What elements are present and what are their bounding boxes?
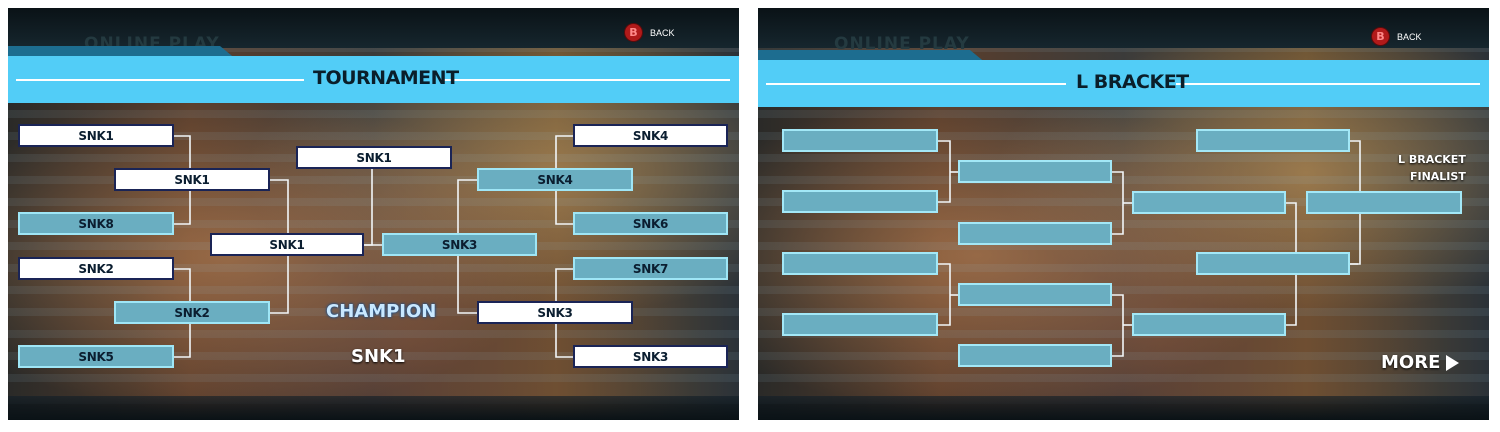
back-label: BACK (1397, 31, 1422, 42)
r3-slot-2[interactable]: SNK3 (382, 233, 537, 256)
r1-slot-4[interactable]: SNK5 (18, 345, 174, 368)
header-ghost-text: ONLINE PLAY (834, 34, 970, 54)
r1-slot-8[interactable]: SNK3 (573, 345, 728, 368)
r1-slot-7[interactable]: SNK7 (573, 257, 728, 280)
lb-slot-1[interactable] (782, 129, 938, 152)
lb-slot-5[interactable] (958, 160, 1112, 183)
lb-slot-3[interactable] (782, 252, 938, 275)
r2-slot-3[interactable]: SNK4 (477, 168, 633, 191)
r1-slot-2[interactable]: SNK8 (18, 212, 174, 235)
lb-slot-7[interactable] (958, 283, 1112, 306)
title-bar-accent (8, 46, 235, 58)
champion-name: SNK1 (351, 346, 406, 367)
header-strip: ONLINE PLAY (758, 8, 1489, 54)
title-bar-line-right (1176, 83, 1480, 85)
title-bar-line-right (440, 79, 730, 81)
r1-slot-3[interactable]: SNK2 (18, 257, 174, 280)
l-bracket-panel: ONLINE PLAY B BACK L BRACKET (758, 8, 1489, 420)
bracket-lines (938, 140, 1361, 357)
lb-slot-2[interactable] (782, 190, 938, 213)
lb-finalist-slot[interactable] (1306, 191, 1462, 214)
finalist-label-line1: L BRACKET (1398, 153, 1466, 166)
more-button[interactable]: MORE (1381, 352, 1460, 373)
champion-label: CHAMPION (326, 301, 437, 322)
page-title: L BRACKET (1076, 71, 1189, 93)
r1-slot-5[interactable]: SNK4 (573, 124, 728, 147)
more-label: MORE (1381, 352, 1441, 373)
title-bar-accent (758, 50, 985, 62)
footer-strip (758, 396, 1489, 420)
r2-slot-4[interactable]: SNK3 (477, 301, 633, 324)
b-button-icon: B (625, 24, 642, 41)
header-strip: ONLINE PLAY (8, 8, 739, 54)
play-arrow-icon (1446, 354, 1460, 371)
r2-slot-2[interactable]: SNK2 (114, 301, 270, 324)
lb-slot-10[interactable] (1132, 313, 1286, 336)
lb-slot-6[interactable] (958, 222, 1112, 245)
title-bar: TOURNAMENT (8, 44, 739, 104)
back-button[interactable]: B BACK (625, 24, 675, 41)
title-bar-line-left (16, 79, 304, 81)
back-button[interactable]: B BACK (1372, 28, 1422, 45)
b-button-icon: B (1372, 28, 1389, 45)
back-label: BACK (650, 27, 675, 38)
lb-slot-11[interactable] (1196, 129, 1350, 152)
lb-slot-8[interactable] (958, 344, 1112, 367)
r1-slot-1[interactable]: SNK1 (18, 124, 174, 147)
r2-slot-1[interactable]: SNK1 (114, 168, 270, 191)
lb-slot-12[interactable] (1196, 252, 1350, 275)
title-bar-line-left (766, 83, 1066, 85)
r1-slot-6[interactable]: SNK6 (573, 212, 728, 235)
title-bar: L BRACKET (758, 48, 1489, 108)
lb-slot-4[interactable] (782, 313, 938, 336)
final-winner-slot[interactable]: SNK1 (296, 146, 452, 169)
page-title: TOURNAMENT (313, 67, 459, 89)
lb-slot-9[interactable] (1132, 191, 1286, 214)
r3-slot-1[interactable]: SNK1 (210, 233, 364, 256)
finalist-label-line2: FINALIST (1409, 170, 1466, 183)
tournament-panel: ONLINE PLAY B BACK TOURNAMENT (8, 8, 739, 420)
finalist-label: L BRACKET FINALIST (1398, 151, 1466, 185)
footer-strip (8, 396, 739, 420)
